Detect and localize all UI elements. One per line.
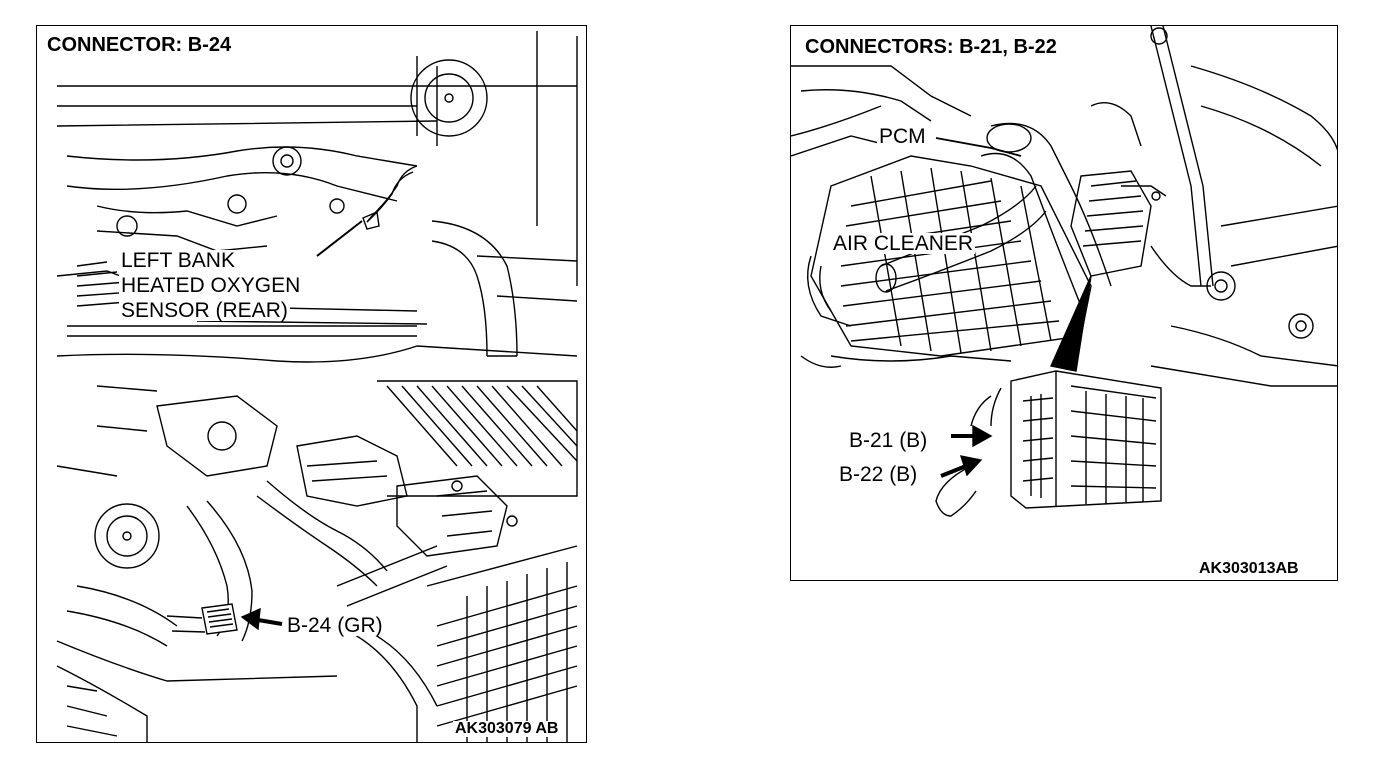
engine-bay-illustration-right (791, 26, 1337, 517)
sensor-label-line3: SENSOR (REAR) (119, 299, 290, 322)
figure-code: AK303013AB (1197, 560, 1301, 577)
panel-title: CONNECTOR: B-24 (43, 35, 236, 55)
b21-label: B-21 (B) (847, 429, 930, 452)
sensor-label-line2: HEATED OXYGEN (119, 274, 303, 297)
sensor-label-line1: LEFT BANK (119, 249, 237, 272)
connector-b24-panel: CONNECTOR: B-24 LEFT BANK HEATED OXYGEN … (36, 25, 587, 743)
engine-bay-illustration-left (56, 31, 578, 742)
b22-label: B-22 (B) (837, 463, 920, 486)
air-cleaner-label: AIR CLEANER (831, 232, 976, 255)
connector-label: B-24 (GR) (285, 614, 385, 637)
pcm-label: PCM (877, 125, 928, 148)
connectors-b21-b22-panel: CONNECTORS: B-21, B-22 PCM AIR CLEANER B… (790, 25, 1338, 581)
figure-code: AK303079 AB (453, 720, 561, 737)
panel-title: CONNECTORS: B-21, B-22 (801, 37, 1061, 57)
